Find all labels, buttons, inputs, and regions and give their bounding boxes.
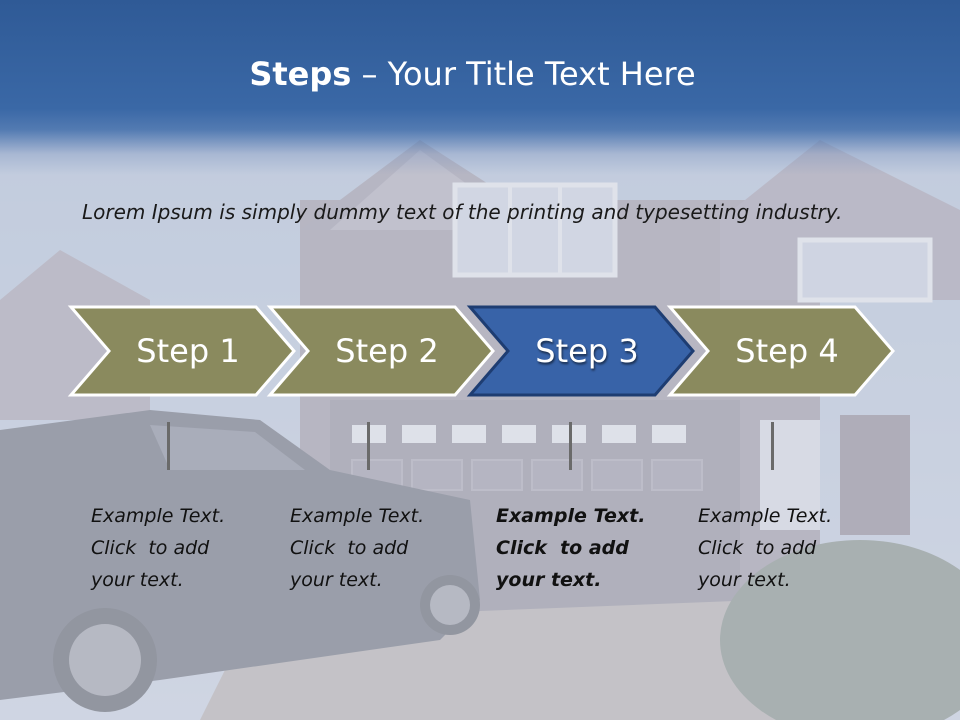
step-arrows — [67, 305, 895, 397]
step-1-line-2: Click to add — [91, 537, 210, 559]
intro-text[interactable]: Lorem Ipsum is simply dummy text of the … — [82, 200, 843, 224]
step-1-text[interactable]: Example Text. Click to add your text. — [91, 500, 266, 596]
step-1-line-3: your text. — [91, 569, 184, 591]
step-4-line-2: Click to add — [698, 537, 817, 559]
slide-title[interactable]: Steps – Your Title Text Here — [0, 52, 945, 96]
step-4-line-1: Example Text. — [698, 505, 833, 527]
step-2-line-3: your text. — [290, 569, 383, 591]
step-3-text[interactable]: Example Text. Click to add your text. — [496, 500, 671, 596]
step-4-line-3: your text. — [698, 569, 791, 591]
step-3-line-3: your text. — [496, 569, 602, 591]
step-2-text[interactable]: Example Text. Click to add your text. — [290, 500, 465, 596]
step-1-line-1: Example Text. — [91, 505, 226, 527]
step-4-label[interactable]: Step 4 — [735, 332, 839, 370]
step-4-arrow[interactable] — [666, 305, 895, 397]
step-1-label[interactable]: Step 1 — [136, 332, 240, 370]
title-band — [0, 0, 960, 175]
step-3-arrow[interactable] — [466, 305, 695, 397]
step-1-arrow[interactable] — [67, 305, 296, 397]
step-2-line-1: Example Text. — [290, 505, 425, 527]
step-2-connector — [367, 422, 370, 470]
step-3-line-2: Click to add — [496, 537, 629, 559]
step-4-connector — [771, 422, 774, 470]
step-2-line-2: Click to add — [290, 537, 409, 559]
step-1-connector — [167, 422, 170, 470]
title-rest: – Your Title Text Here — [351, 55, 696, 93]
step-3-line-1: Example Text. — [496, 505, 646, 527]
step-3-connector — [569, 422, 572, 470]
step-4-text[interactable]: Example Text. Click to add your text. — [698, 500, 873, 596]
step-2-arrow[interactable] — [266, 305, 495, 397]
step-2-label[interactable]: Step 2 — [335, 332, 439, 370]
step-3-label[interactable]: Step 3 — [535, 332, 639, 370]
title-bold: Steps — [249, 55, 352, 93]
